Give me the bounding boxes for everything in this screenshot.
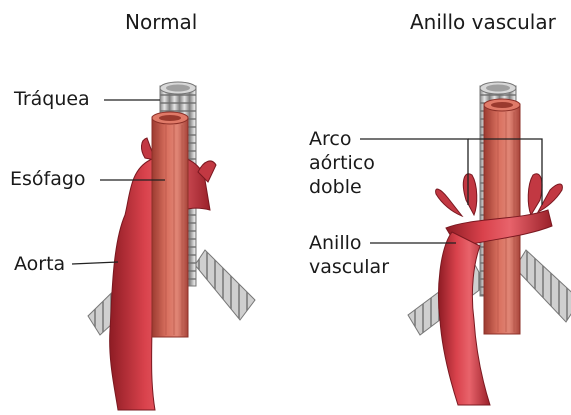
left-bronchus-right [195,250,255,320]
esophagus-normal [152,112,188,337]
normal-diagram [88,82,255,410]
right-bronchus-right [515,250,571,322]
